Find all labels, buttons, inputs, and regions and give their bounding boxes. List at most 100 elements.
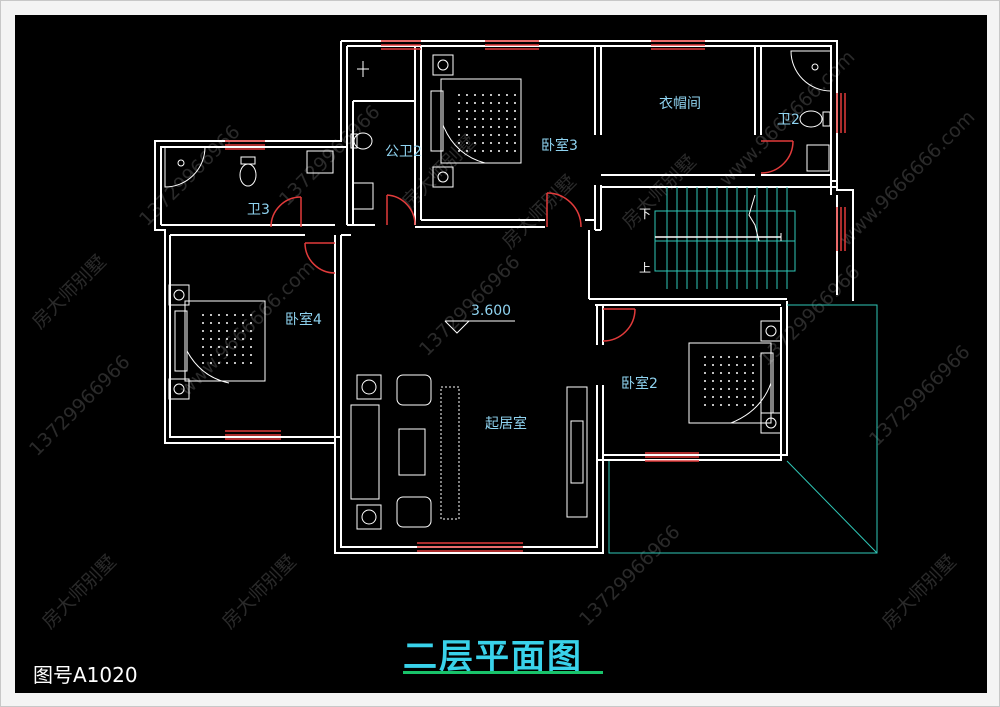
bed-dot [250,362,252,364]
bed-dot [242,362,244,364]
living-furniture [350,374,588,530]
bed-dot [234,346,236,348]
bed-dot [704,396,706,398]
doors [270,140,794,342]
nightstand [760,320,782,342]
bed-dot [458,150,460,152]
bed-dot [234,338,236,340]
bed-dot [728,356,730,358]
bed-dot [506,102,508,104]
bed-dot [498,134,500,136]
room-label-public-bath: 公卫2 [385,144,422,160]
elevation-marker [444,320,515,334]
bed-dot [752,404,754,406]
bed-dot [490,110,492,112]
bed-dot [250,330,252,332]
room-label-living: 起居室 [485,416,527,432]
toilet [353,132,373,150]
bed-dot [744,356,746,358]
bed-dot [506,94,508,96]
drawing-number: 图号A1020 [33,663,138,687]
bed-dot [466,118,468,120]
bed-dot [506,110,508,112]
bed-dot [466,150,468,152]
bed-dot [514,126,516,128]
bed-dot [482,102,484,104]
room-label-bedroom2: 卧室2 [621,376,658,392]
bed-dot [704,356,706,358]
bed-dot [466,134,468,136]
door [602,308,636,342]
public-bath-fixtures [350,61,374,210]
bath2-fixtures [790,50,832,172]
bed-dot [218,322,220,324]
bed-dot [498,142,500,144]
window [225,140,265,150]
bed-dot [482,94,484,96]
room-label-bedroom3: 卧室3 [541,138,578,154]
bed-dot [514,150,516,152]
bed-dot [242,354,244,356]
bed-dot [210,330,212,332]
bed-dot [202,338,204,340]
bed-dot [712,364,714,366]
bed-dot [490,118,492,120]
bed-dot [728,372,730,374]
bed-dot [752,388,754,390]
window [381,40,421,50]
bed-dot [466,102,468,104]
window [836,207,846,251]
terrace [608,304,878,554]
nightstand [432,54,454,76]
bed-dot [226,338,228,340]
bed-dot [210,338,212,340]
bed-dot [458,118,460,120]
bed-dot [242,322,244,324]
bed-dot [498,110,500,112]
tv-cabinet [566,386,588,518]
bed-dot [234,354,236,356]
bed-dot [482,134,484,136]
bed-dot [210,322,212,324]
bed-dot [226,314,228,316]
bed-dot [474,150,476,152]
bed-texture [202,94,754,406]
bed-dot [720,364,722,366]
bed-dot [202,314,204,316]
bed-dot [720,396,722,398]
window [836,93,846,133]
bed-dot [226,330,228,332]
bed-dot [466,142,468,144]
window [417,542,523,552]
bed-dot [466,126,468,128]
side-table [356,504,382,530]
stair-down-label: 下 [639,207,652,221]
bed-dot [490,150,492,152]
bed-dot [498,126,500,128]
window [225,430,281,440]
bed-dot [234,322,236,324]
bed-dot [514,102,516,104]
floor-plan [154,40,878,554]
bed-dot [218,314,220,316]
bed-dot [712,356,714,358]
bed-dot [752,380,754,382]
bed-dot [242,330,244,332]
bed-dot [234,362,236,364]
door [304,242,336,274]
bed-dot [218,338,220,340]
coffee-table [398,428,426,476]
bed-dot [736,388,738,390]
bed-dot [218,346,220,348]
bed-bedroom3 [430,54,522,188]
bed-dot [744,388,746,390]
room-label-bath3: 卫3 [247,202,270,218]
bed-dot [490,134,492,136]
bed-dot [474,94,476,96]
bed-dot [498,150,500,152]
bed-dot [458,102,460,104]
bed-dot [720,356,722,358]
sink [806,144,830,172]
bed-dot [226,346,228,348]
